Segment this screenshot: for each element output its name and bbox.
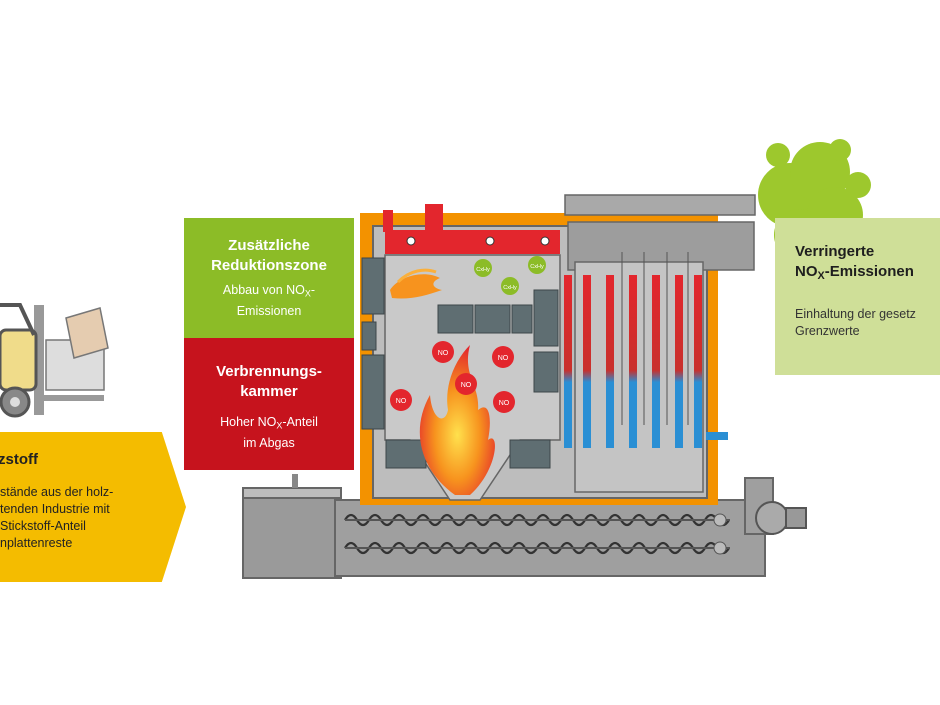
- svg-text:NO: NO: [461, 382, 472, 389]
- flame-icon: [390, 268, 495, 495]
- svg-text:NO: NO: [499, 400, 510, 407]
- combustion-title-2: kammer: [240, 383, 298, 400]
- svg-text:NO: NO: [498, 355, 509, 362]
- fuel-hopper: [242, 474, 342, 579]
- emissions-box: Verringerte NOX-Emissionen Einhaltung de…: [775, 218, 940, 375]
- reduction-zone-box: Zusätzliche Reduktionszone Abbau von NOX…: [184, 218, 354, 340]
- svg-text:CxHy: CxHy: [530, 264, 544, 270]
- nox-molecule: NO: [455, 373, 477, 395]
- svg-text:CxHy: CxHy: [476, 267, 490, 273]
- combustion-desc: Hoher NOX-Anteil im Abgas: [220, 415, 318, 450]
- svg-text:CxHy: CxHy: [503, 285, 517, 291]
- reduction-zone-title-2: Reduktionszone: [211, 257, 327, 274]
- hc-molecule: CxHy: [501, 277, 519, 295]
- reduction-zone-desc: Abbau von NOX- Emissionen: [222, 283, 316, 318]
- combustion-title-1: Verbrennungs-: [216, 363, 322, 380]
- nox-molecule: NO: [493, 391, 515, 413]
- nox-molecule: NO: [390, 389, 412, 411]
- screw-conveyor: [334, 499, 766, 577]
- fuel-box: zstoff stände aus der holz- tenden Indus…: [0, 432, 186, 582]
- nox-molecule: NO: [432, 341, 454, 363]
- nox-molecules: NO NO NO NO NO: [390, 341, 515, 413]
- reduction-zone-title-1: Zusätzliche: [228, 237, 310, 254]
- heat-exchanger-tubes: [564, 252, 728, 448]
- drive-motor: [744, 477, 807, 535]
- svg-text:NO: NO: [396, 398, 407, 405]
- svg-text:NO: NO: [438, 350, 449, 357]
- fuel-title: zstoff: [0, 451, 38, 468]
- emissions-desc: Einhaltung der gesetz Grenzwerte: [795, 307, 916, 339]
- combustion-chamber-box: Verbrennungs- kammer Hoher NOX-Anteil im…: [184, 338, 354, 470]
- hc-molecule: CxHy: [474, 259, 492, 277]
- forklift-icon: [0, 303, 109, 418]
- hydrocarbon-molecules: CxHy CxHy CxHy: [474, 256, 546, 295]
- emissions-title: Verringerte NOX-Emissionen: [795, 243, 914, 283]
- hc-molecule: CxHy: [528, 256, 546, 274]
- nox-molecule: NO: [492, 346, 514, 368]
- fuel-desc: stände aus der holz- tenden Industrie mi…: [0, 485, 114, 550]
